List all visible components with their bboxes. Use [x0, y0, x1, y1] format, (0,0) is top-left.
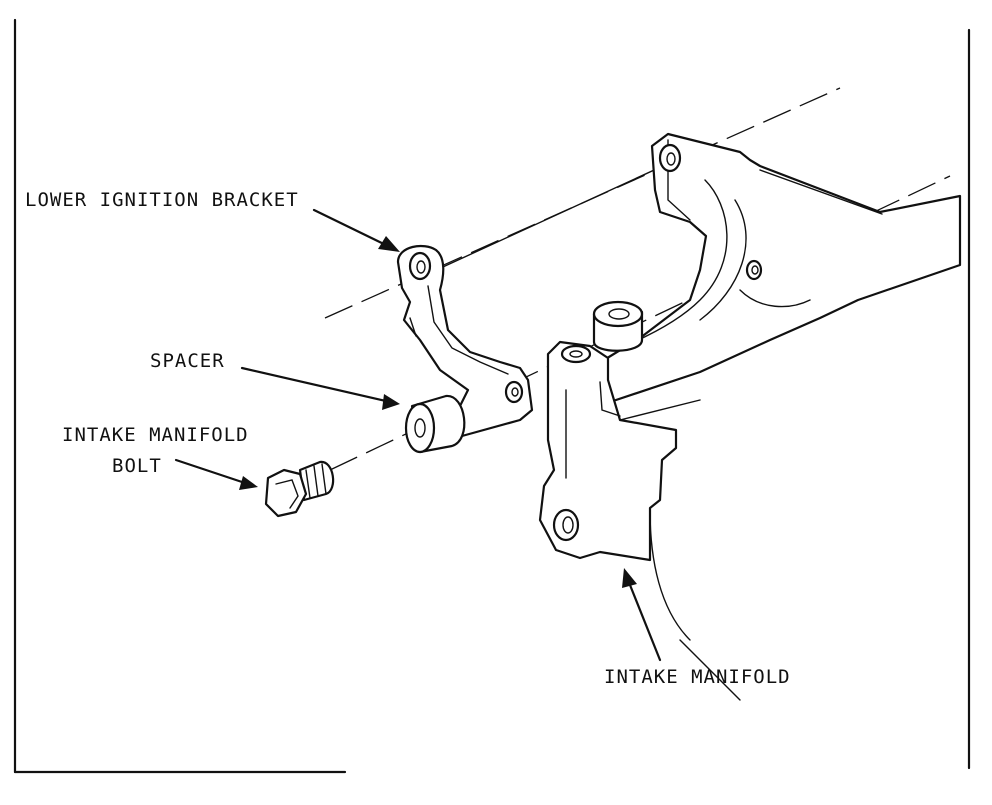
lower-ignition-bracket [396, 244, 534, 438]
label-lower-ignition-bracket: LOWER IGNITION BRACKET [25, 189, 299, 211]
spacer [404, 394, 466, 454]
label-intake-manifold-bolt-line1: INTAKE MANIFOLD [62, 424, 249, 446]
frame-border [13, 18, 971, 774]
intake-manifold-bolt [264, 460, 335, 518]
leader-arrows [174, 208, 662, 662]
intake-manifold [538, 132, 962, 701]
label-intake-manifold: INTAKE MANIFOLD [604, 666, 791, 688]
label-spacer: SPACER [150, 350, 225, 372]
label-intake-manifold-bolt-line2: BOLT [112, 455, 162, 477]
